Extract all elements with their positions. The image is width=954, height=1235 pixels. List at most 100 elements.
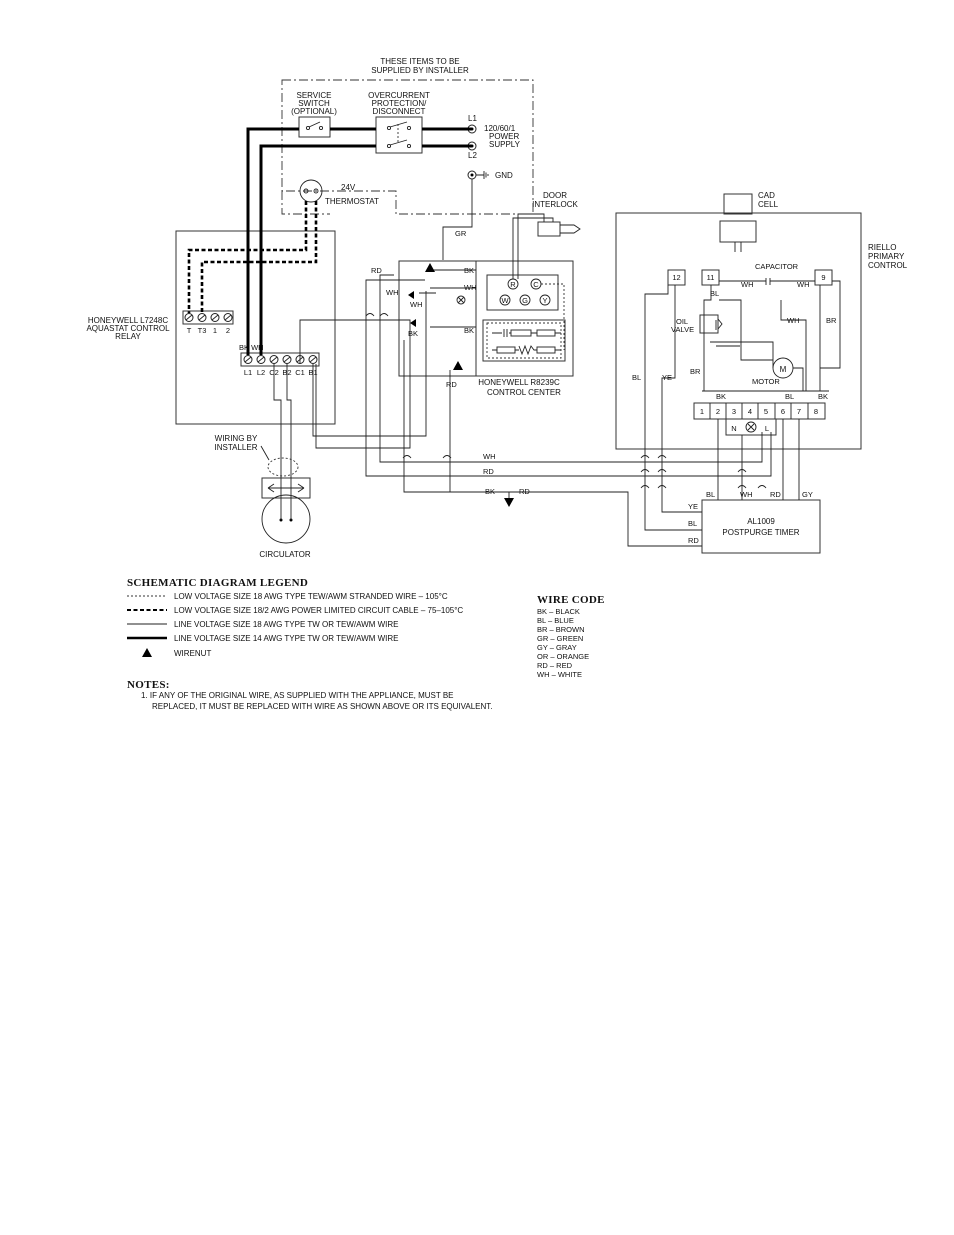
strip-terminal-7: 7 <box>797 407 801 416</box>
terminal-c1-label: C1 <box>295 368 305 377</box>
overcurrent-disconnect <box>375 116 423 154</box>
disconnect-contact-b <box>406 125 412 131</box>
control-center-label-2: CONTROL CENTER <box>487 388 561 397</box>
top-screw-slots <box>185 314 232 321</box>
l1-label: L1 <box>468 114 477 123</box>
aquastat-label-2: AQUASTAT CONTROL <box>86 324 170 333</box>
wire-label-rd: RD <box>519 487 530 496</box>
circulator-group: WIRING BY INSTALLER CIRCULATOR <box>215 434 311 559</box>
wire-label-wh: WH <box>410 300 423 309</box>
wire-code-or: OR – ORANGE <box>537 652 589 661</box>
indicator-lamp-icon <box>456 295 466 305</box>
terminal-2-label: 2 <box>226 326 230 335</box>
note-1-line-1: 1. IF ANY OF THE ORIGINAL WIRE, AS SUPPL… <box>141 691 454 700</box>
wire-label-gy: GY <box>802 490 813 499</box>
gnd-terminal-dot <box>470 173 474 177</box>
coil-3 <box>496 346 516 354</box>
wire-label-br: BR <box>690 367 701 376</box>
aquastat-group: HONEYWELL L7248C AQUASTAT CONTROL RELAY … <box>86 230 336 425</box>
wire-label-br: BR <box>826 316 837 325</box>
l2-label: L2 <box>468 151 477 160</box>
wiring-by-label-2: INSTALLER <box>215 443 258 452</box>
wire-label-rd: RD <box>371 266 382 275</box>
installer-title-line2: SUPPLIED BY INSTALLER <box>371 66 469 75</box>
disconnect-contact-c <box>386 143 392 149</box>
box-11 <box>701 269 720 286</box>
box-9-label: 9 <box>821 273 825 282</box>
thermostat <box>299 179 323 203</box>
c1-b1-loop <box>299 319 411 449</box>
postpurge-timer-box <box>701 499 821 554</box>
control-center-label-1: HONEYWELL R8239C <box>478 378 560 387</box>
riello-group: RIELLO PRIMARY CONTROL CAD CELL 12 11 9 … <box>615 191 908 450</box>
wire-label-rd: RD <box>770 490 781 499</box>
wire-label-wh: WH <box>741 280 754 289</box>
service-switch <box>298 116 331 138</box>
wire-code-title: WIRE CODE <box>537 594 605 606</box>
circulator-leads <box>273 364 292 520</box>
wire-label-bk: BK <box>818 392 828 401</box>
wire-code-table: WIRE CODE BK – BLACK BL – BLUE BR – BROW… <box>537 594 605 679</box>
strip-dividers <box>709 403 809 419</box>
control-center-group: HONEYWELL R8239C CONTROL CENTER R C W G … <box>398 260 574 397</box>
l-label: L <box>765 424 769 433</box>
power-supply-label-2: POWER <box>489 132 519 141</box>
thermostat-cable <box>187 201 318 313</box>
wire-code-gy: GY – GRAY <box>537 643 577 652</box>
service-switch-label-2: SWITCH <box>298 99 330 108</box>
wire-label-bl: BL <box>688 519 697 528</box>
strip-numbers: 1 2 3 4 5 6 7 8 <box>700 407 818 416</box>
control-center-wires <box>419 269 476 328</box>
burner-nl-block <box>725 418 777 436</box>
ground-icon <box>476 171 489 179</box>
box-9 <box>814 269 833 286</box>
installer-wiring-ellipse <box>267 457 299 477</box>
timer-label-2: POSTPURGE TIMER <box>722 528 799 537</box>
strip-terminal-2: 2 <box>716 407 720 416</box>
thermostat-terminal-a <box>303 188 309 194</box>
wire-label-wh: WH <box>740 490 753 499</box>
wire-color-labels: GR RD BK WH WH WH BK BK RD WH RD BK RD B… <box>371 229 837 545</box>
thermostat-label-2: THERMOSTAT <box>325 197 379 206</box>
disconnect-contact-d <box>406 143 412 149</box>
wire-label-rd: RD <box>483 467 494 476</box>
cad-cell <box>723 193 753 215</box>
terminal-y <box>539 294 551 306</box>
terminal-y-label: Y <box>542 296 547 305</box>
strip-terminal-6: 6 <box>781 407 785 416</box>
relay-arrow-icon <box>408 291 416 327</box>
line-voltage-14awg-wires <box>246 127 472 355</box>
flow-arrow-icon <box>267 483 305 493</box>
riello-internal-wiring <box>703 280 841 391</box>
n-label: N <box>731 424 736 433</box>
motor-label: MOTOR <box>752 377 780 386</box>
coil-1 <box>510 329 532 337</box>
burner-lamp-cross <box>747 423 755 431</box>
oil-valve-coil <box>715 318 723 330</box>
note-1-line-2: REPLACED, IT MUST BE REPLACED WITH WIRE … <box>152 702 493 711</box>
wire-code-br: BR – BROWN <box>537 625 585 634</box>
wh-neutral-run <box>379 274 763 463</box>
circulator-label: CIRCULATOR <box>259 550 310 559</box>
gnd-label: GND <box>495 171 513 180</box>
wirenut-icon <box>425 263 435 272</box>
wire-label-wh: WH <box>386 288 399 297</box>
aquastat-top-screws <box>184 313 233 322</box>
l2-neutral-wire <box>259 144 472 355</box>
box-11-label: 11 <box>707 273 715 282</box>
overcurrent-label-3: DISCONNECT <box>373 107 426 116</box>
oil-valve-label-2: VALVE <box>671 325 694 334</box>
relay-coil-assembly <box>482 319 566 362</box>
legend-item-2: LOW VOLTAGE SIZE 18/2 AWG POWER LIMITED … <box>174 606 463 615</box>
service-switch-label-1: SERVICE <box>297 91 332 100</box>
wire-label-rd: RD <box>446 380 457 389</box>
bk-wh-label: BK WH <box>239 343 264 352</box>
door-interlock-switch <box>537 221 561 237</box>
wire-label-bk: BK <box>485 487 495 496</box>
wire-code-wh: WH – WHITE <box>537 670 582 679</box>
cad-cell-label-1: CAD <box>758 191 775 200</box>
installer-boundary-tail <box>281 191 330 215</box>
wire-label-bk: BK <box>716 392 726 401</box>
terminal-1-label: 1 <box>213 326 217 335</box>
